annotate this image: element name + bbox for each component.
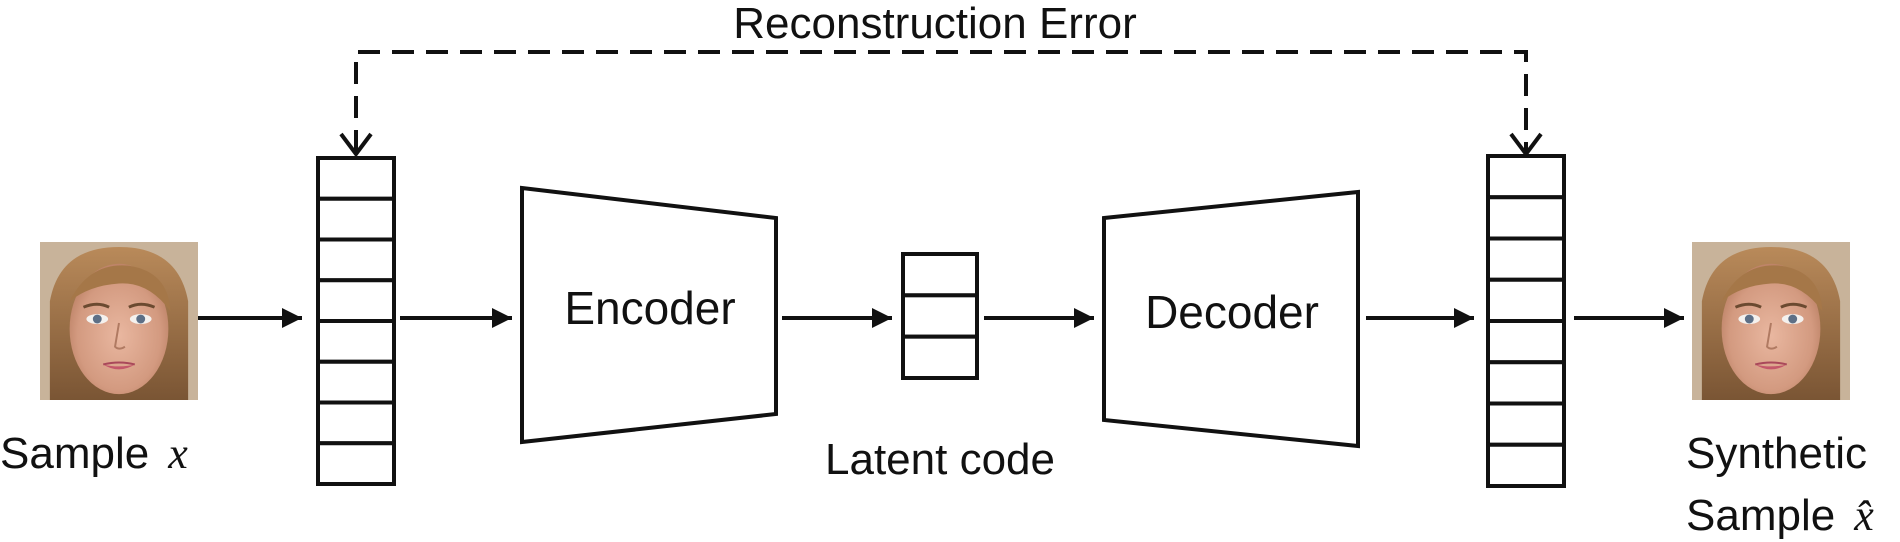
input-vector-cell — [316, 319, 396, 364]
latent-vector-cell — [901, 293, 979, 339]
output-vector-cell — [1486, 401, 1566, 447]
input-vector-cell — [316, 156, 396, 201]
encoder-block — [520, 185, 778, 445]
input-vector-cell — [316, 196, 396, 242]
output-variable: x̂ — [1853, 491, 1874, 540]
synthetic-sample-image — [1692, 242, 1850, 400]
input-vector-cell — [316, 237, 396, 283]
output-vector-cell — [1486, 236, 1566, 282]
latent-code-vector — [901, 252, 979, 380]
input-vector-cell — [316, 278, 396, 323]
input-vector — [316, 156, 396, 486]
output-vector-cell — [1486, 360, 1566, 406]
input-vector-cell — [316, 400, 396, 446]
output-vector-cell — [1486, 442, 1566, 488]
latent-vector-cell — [901, 334, 979, 380]
output-vector-cell — [1486, 277, 1566, 323]
synthetic-label-line2: Sample x̂ — [1686, 491, 1874, 540]
input-sample-image — [40, 242, 198, 400]
reconstruction-error-label: Reconstruction Error — [733, 0, 1136, 48]
input-sample-label: Sample x — [0, 429, 188, 478]
output-vector — [1486, 154, 1566, 488]
input-vector-cell — [316, 441, 396, 486]
input-vector-cell — [316, 359, 396, 405]
encoder-label: Encoder — [564, 282, 735, 334]
reconstruction-error-arrow-left — [339, 132, 373, 158]
output-vector-cell — [1486, 195, 1566, 241]
synthetic-label-line1: Synthetic — [1686, 429, 1867, 478]
output-vector-cell — [1486, 154, 1566, 200]
decoder-label: Decoder — [1145, 286, 1319, 338]
output-vector-cell — [1486, 319, 1566, 365]
latent-code-label: Latent code — [825, 435, 1055, 484]
reconstruction-error-path — [354, 50, 1528, 152]
latent-vector-cell — [901, 252, 979, 298]
input-variable: x — [167, 429, 188, 478]
decoder-block — [1102, 189, 1360, 449]
